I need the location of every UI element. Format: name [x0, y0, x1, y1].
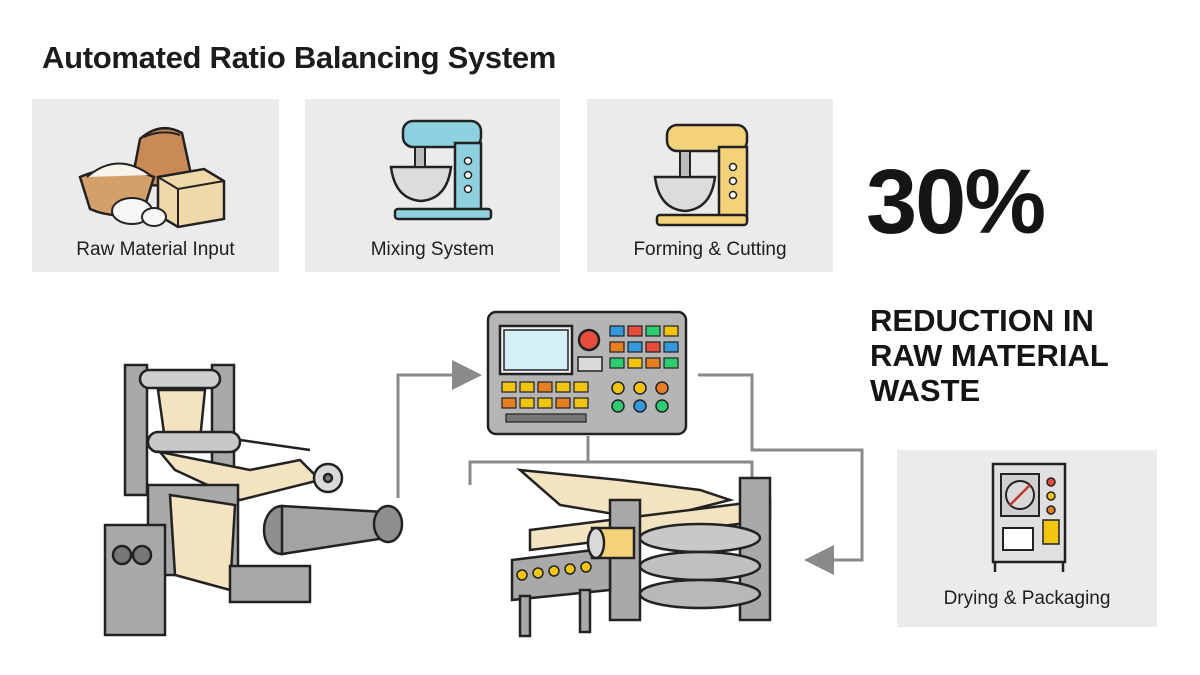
drying-oven-icon: [991, 462, 1067, 572]
mixing-system-card: Mixing System: [305, 99, 560, 272]
mixing-system-label: Mixing System: [370, 239, 495, 260]
sheeter-machine-icon: [103, 363, 404, 637]
stat-caption-line: RAW MATERIAL: [870, 338, 1109, 373]
stat-caption: REDUCTION IN RAW MATERIAL WASTE: [870, 303, 1109, 408]
drying-packaging-label: Drying & Packaging: [943, 588, 1111, 609]
raw-material-card: Raw Material Input: [32, 99, 279, 272]
drying-packaging-card: Drying & Packaging: [897, 450, 1157, 627]
stat-caption-line: REDUCTION IN: [870, 303, 1094, 338]
blue-stand-mixer-icon: [389, 119, 493, 221]
forming-cutting-label: Forming & Cutting: [633, 239, 787, 260]
raw-material-label: Raw Material Input: [76, 239, 235, 260]
yellow-stand-mixer-icon: [653, 123, 749, 227]
raw-material-icon: [78, 126, 226, 229]
page-title: Automated Ratio Balancing System: [42, 40, 557, 75]
conveyor-machine-icon: [510, 468, 772, 638]
stat-caption-line: WASTE: [870, 373, 981, 408]
stat-value: 30%: [866, 151, 1046, 253]
flow-connectors: [396, 360, 864, 575]
forming-cutting-card: Forming & Cutting: [587, 99, 833, 272]
control-panel-icon: [486, 310, 688, 436]
